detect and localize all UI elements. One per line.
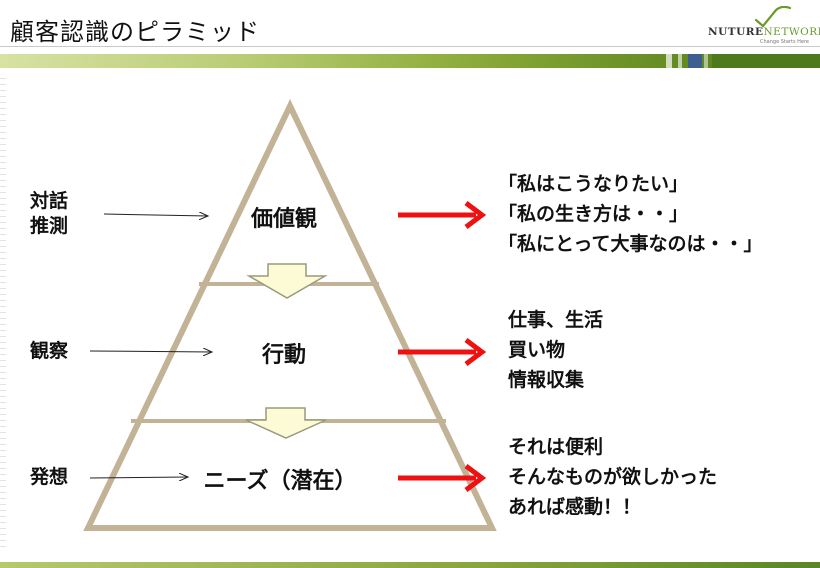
red-arrow-2 — [398, 338, 487, 366]
checkmark-logo-icon — [754, 6, 792, 28]
left-arrow-3 — [89, 477, 188, 478]
header-divider — [0, 46, 820, 47]
right-line: 「私はこうなりたい」 — [498, 173, 689, 195]
right-line: 買い物 — [508, 339, 566, 361]
right-line: 「私の生き方は・・」 — [498, 203, 689, 225]
header-band-blocks — [666, 54, 816, 68]
left-label-ideation: 発想 — [30, 466, 69, 488]
footer-green-band — [0, 562, 820, 568]
down-arrow-lower — [245, 407, 327, 439]
logo-brand-left: NUTURE — [708, 26, 764, 38]
red-arrow-3 — [398, 464, 487, 492]
red-arrow-1 — [398, 201, 487, 229]
right-line: 仕事、生活 — [508, 309, 604, 331]
logo-brand-right: NETWORKS — [763, 26, 820, 38]
right-text-needs: それは便利 そんなものが欲しかった あれば感動！！ — [508, 432, 717, 522]
right-text-values: 「私はこうなりたい」 「私の生き方は・・」 「私にとって大事なのは・・」 — [498, 169, 762, 259]
down-arrow-upper — [246, 263, 328, 299]
logo-tagline: Change Starts Here — [760, 39, 809, 45]
tier-needs-latent: ニーズ（潜在） — [203, 469, 357, 494]
left-label-dialogue-inference: 対話 推測 — [30, 190, 69, 237]
nuture-networks-logo: NUTURENETWORKS Change Starts Here — [708, 6, 820, 46]
right-line: 「私にとって大事なのは・・」 — [498, 233, 763, 255]
header-green-band — [0, 54, 820, 68]
right-line: それは便利 — [508, 436, 604, 458]
tier-values: 価値観 — [250, 207, 317, 232]
left-label-observation: 観察 — [30, 340, 69, 362]
left-arrow-2 — [89, 351, 212, 352]
right-line: あれば感動！！ — [508, 496, 642, 518]
tier-behavior: 行動 — [261, 343, 306, 368]
right-line: 情報収集 — [508, 369, 585, 391]
left-arrow-1 — [103, 214, 208, 216]
right-line: そんなものが欲しかった — [508, 466, 718, 488]
slide-title: 顧客認識のピラミッド — [10, 18, 260, 46]
right-text-behavior: 仕事、生活 買い物 情報収集 — [508, 305, 603, 395]
left-edge-ruler — [0, 78, 6, 548]
